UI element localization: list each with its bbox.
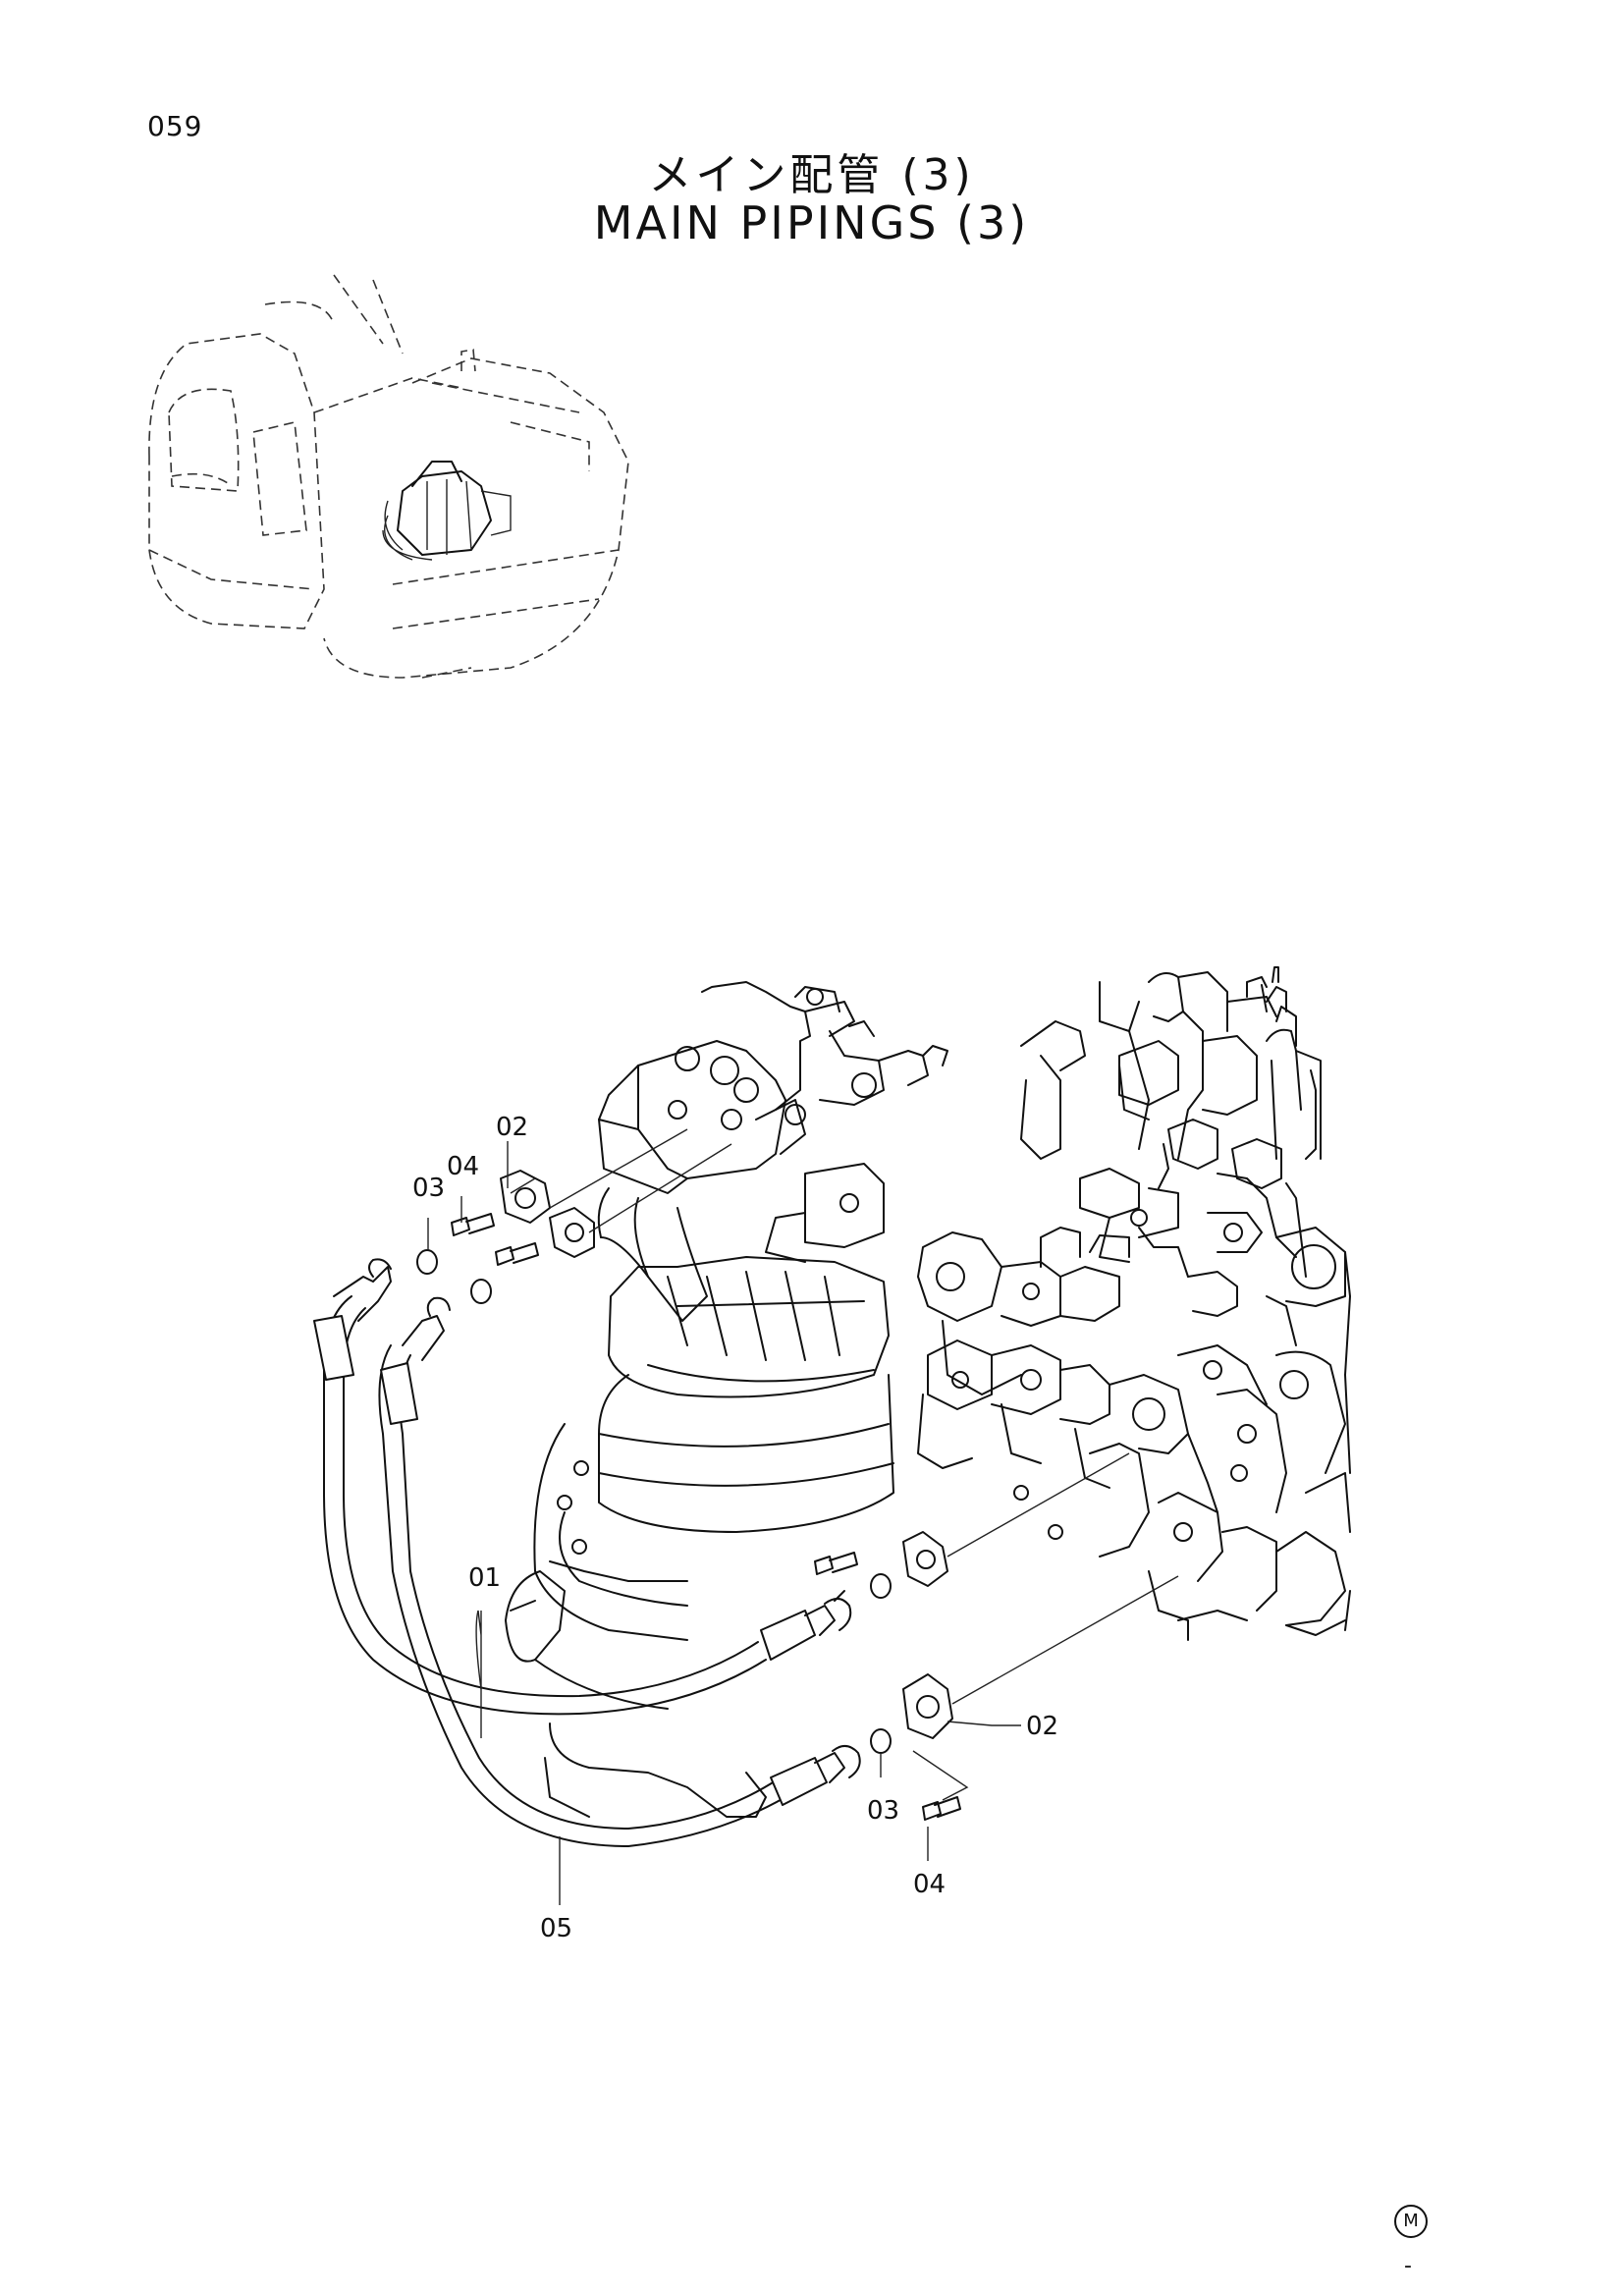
lower-fittings [814,1452,1179,1821]
control-valve-assembly [917,966,1351,1641]
callout-04-upper: 04 [447,1152,479,1181]
callout-04-lower: 04 [913,1870,946,1899]
locator-excavator-view [148,274,629,679]
swing-motor-assembly [505,981,948,1818]
manufacturer-mark: M [1394,2205,1428,2238]
callout-03-upper: 03 [412,1174,445,1203]
hose-01 [313,1258,852,1716]
callout-05: 05 [540,1914,572,1943]
callout-02-lower: 02 [1026,1712,1058,1741]
leader-lines [427,1141,1021,1905]
upper-fittings [416,1128,732,1304]
footer-dash: - [1404,2254,1412,2278]
page-number: 059 [147,110,203,142]
callout-labels: 02 04 03 01 02 03 04 05 [412,1113,1058,1943]
callout-03-lower: 03 [867,1796,899,1826]
hose-05 [378,1296,861,1847]
page-title-english: MAIN PIPINGS (3) [593,196,1030,249]
callout-02-upper: 02 [496,1113,528,1142]
page-title-japanese: メイン配管 (3) [648,150,975,200]
callout-01: 01 [468,1563,501,1593]
